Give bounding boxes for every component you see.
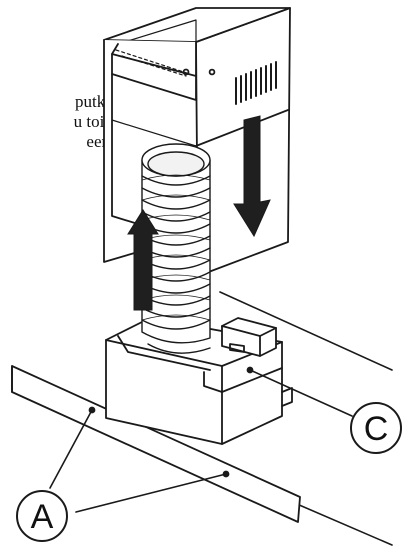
support-beam [11, 365, 301, 523]
caption-line-2: u toi- [73, 112, 110, 131]
callout-a-leader-2 [75, 473, 227, 513]
caption-line-1: putki [75, 92, 110, 111]
mounting-line-right [219, 291, 393, 371]
callout-c-leader [249, 369, 353, 417]
arrow-up-icon [127, 209, 159, 311]
vent-grille [235, 61, 277, 105]
callout-a-label: A [31, 498, 54, 536]
callout-c-circle [350, 402, 402, 454]
mounting-bracket-slots [115, 49, 191, 77]
callout-c-label: C [364, 410, 389, 448]
arrow-down-icon [233, 115, 271, 238]
callout-a-leader-1 [49, 409, 93, 489]
motor-base-block [105, 317, 293, 445]
screw-icon [208, 68, 216, 76]
callout-a-circle [16, 490, 68, 542]
